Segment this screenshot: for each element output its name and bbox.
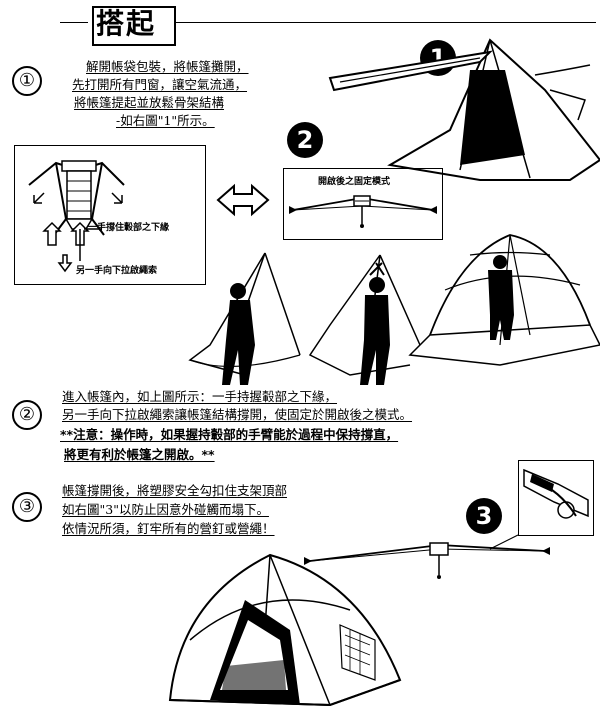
page-title: 搭起 [96, 7, 157, 40]
fixed-mode-title: 開啟後之固定模式 [318, 177, 391, 187]
header-line-right [176, 22, 596, 23]
frame-open-diagram [289, 195, 437, 228]
step1-number: ① [12, 66, 42, 96]
header-line-left [60, 22, 88, 23]
step1-line-4: -如右圖"1"所示。 [116, 113, 215, 128]
dome-tent-illustration [168, 553, 402, 707]
step2-note-2: 將更有利於帳篷之開啟。** [64, 447, 215, 462]
fixed-mode-box [283, 168, 443, 240]
step3-badge: 3 [466, 498, 502, 534]
step2-badge: 2 [287, 122, 323, 158]
step2-line-1: 進入帳篷內，如上圖所示：一手持握轂部之下緣， [62, 389, 338, 404]
step3-line-1: 帳篷撐開後，將塑膠安全勾扣住支架頂部 [62, 483, 288, 498]
step2-note-1: **注意：操作時，如果握持轂部的手臂能於過程中保持撐直， [60, 427, 399, 442]
step1-line-3: 將帳篷提起並放鬆骨架結構 [74, 95, 225, 110]
hub-diagram [28, 160, 125, 273]
tent-setup-illustration [188, 234, 600, 385]
step3-line-2: 如右圖"3"以防止因意外碰觸而塌下。 [62, 502, 269, 517]
double-arrow-icon [216, 183, 270, 217]
hook-closeup-box [518, 460, 594, 536]
step2-number: ② [12, 400, 42, 430]
frame-hub-diagram [304, 534, 550, 579]
step1-line-1: 解開帳袋包裝，將帳篷攤開， [86, 59, 249, 74]
hook-closeup [523, 468, 589, 519]
header-title-box [92, 6, 176, 46]
step1-line-2: 先打開所有門窗，讓空氣流通， [72, 77, 248, 92]
step2-line-2: 另一手向下拉啟繩索讓帳篷結構撐開，使固定於開啟後之模式。 [62, 407, 413, 422]
hub-diagram-box [14, 145, 206, 285]
folded-tent-illustration [328, 38, 600, 181]
step3-line-3: 依情況所須，釘牢所有的營釘或營繩！ [62, 521, 275, 536]
step3-number: ③ [12, 492, 42, 522]
pull-label: 另一手向下拉啟繩索 [76, 266, 158, 276]
hold-label: 一手撐住轂部之下緣 [88, 223, 170, 233]
